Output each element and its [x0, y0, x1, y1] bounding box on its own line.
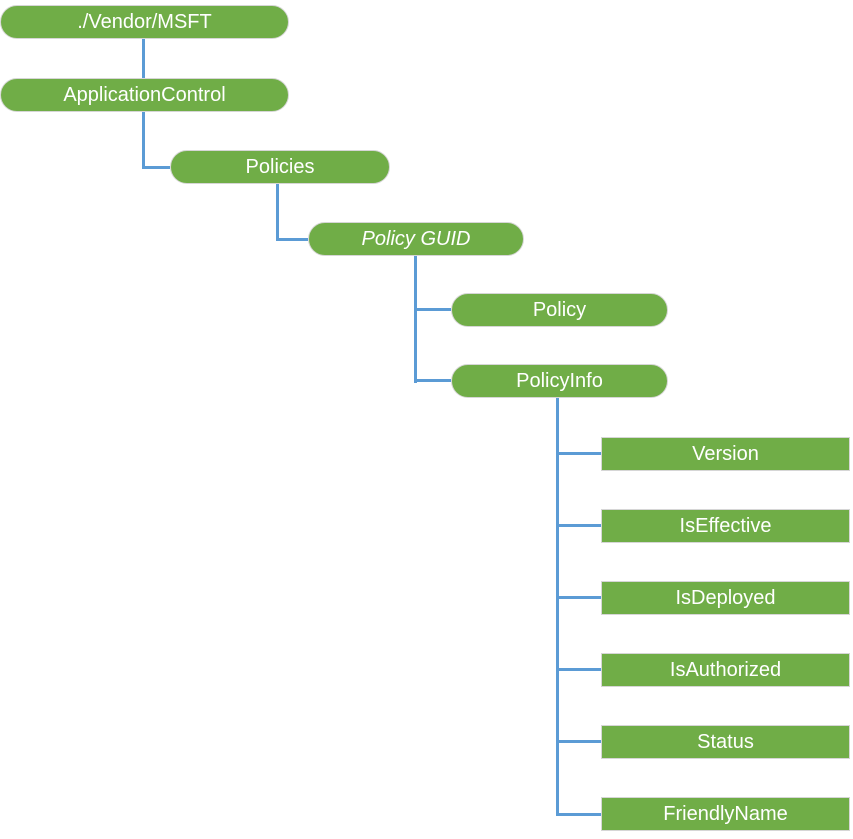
connector-policyguid-to-policy — [414, 308, 451, 311]
node-status: Status — [601, 725, 850, 759]
connector-policyinfo-to-version — [556, 452, 601, 455]
connector-policyinfo-trunk — [556, 398, 559, 816]
node-vendor-msft: ./Vendor/MSFT — [0, 5, 289, 39]
connector-policyguid-trunk — [414, 256, 417, 383]
node-application-control: ApplicationControl — [0, 78, 289, 112]
node-policies: Policies — [170, 150, 390, 184]
connector-policyguid-to-policyinfo — [414, 379, 451, 382]
node-is-effective: IsEffective — [601, 509, 850, 543]
connector-applicationcontrol-to-policies — [142, 166, 170, 169]
connector-policyinfo-to-isauthorized — [556, 668, 601, 671]
node-version: Version — [601, 437, 850, 471]
connector-policyinfo-to-iseffective — [556, 524, 601, 527]
connector-policyinfo-to-isdeployed — [556, 596, 601, 599]
connector-policies-to-policyguid — [276, 238, 308, 241]
node-policy: Policy — [451, 293, 668, 327]
node-is-authorized: IsAuthorized — [601, 653, 850, 687]
node-friendly-name: FriendlyName — [601, 797, 850, 831]
connector-applicationcontrol-down — [142, 112, 145, 169]
connector-policyinfo-to-friendlyname — [556, 813, 601, 816]
connector-vendor-to-applicationcontrol — [142, 39, 145, 78]
node-policy-guid: Policy GUID — [308, 222, 524, 256]
connector-policyinfo-to-status — [556, 740, 601, 743]
node-policy-info: PolicyInfo — [451, 364, 668, 398]
connector-policies-down — [276, 184, 279, 241]
node-is-deployed: IsDeployed — [601, 581, 850, 615]
